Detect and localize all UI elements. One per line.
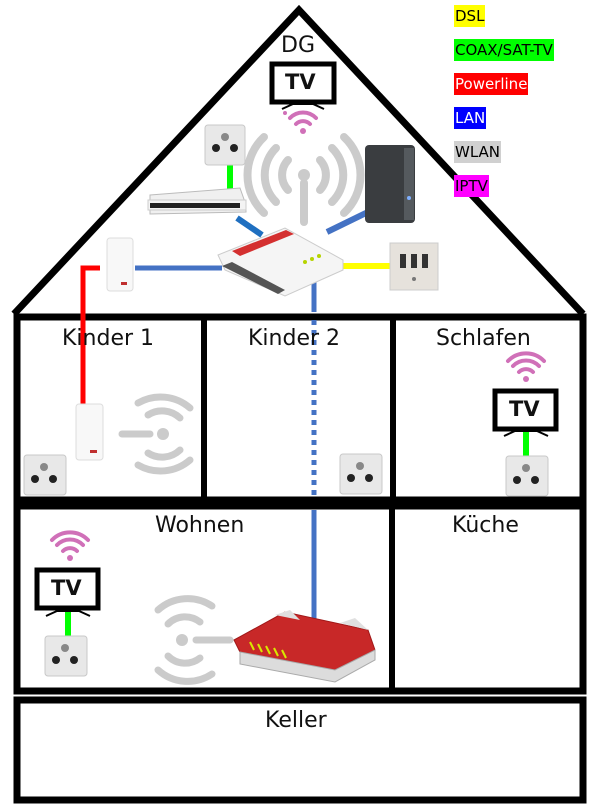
legend-item-wlan: WLAN <box>454 141 502 163</box>
legend-item-coax: COAX/SAT-TV <box>454 39 554 61</box>
roof <box>11 4 586 317</box>
coax-socket-schlafen <box>505 455 549 497</box>
tv-icon-dg <box>269 61 337 110</box>
nas-device <box>365 145 415 223</box>
iptv-wifi-icon-dg <box>283 110 318 134</box>
fritzbox-router-wohnen <box>233 610 376 683</box>
room-label-kinder2: Kinder 2 <box>248 326 341 351</box>
coax-socket-dg <box>204 124 246 166</box>
tv-label-wohnen: TV <box>51 576 82 600</box>
basement-outline <box>13 696 587 804</box>
powerline-cable <box>80 265 100 405</box>
coax-socket-kinder2 <box>339 453 383 495</box>
room-label-kinder1: Kinder 1 <box>62 326 155 351</box>
iptv-wifi-icon-wohnen <box>50 530 90 561</box>
iptv-wifi-icon-schlafen <box>506 351 546 382</box>
coax-socket-kinder1 <box>23 454 67 496</box>
legend-item-lan: LAN <box>454 107 487 129</box>
coax-socket-wohnen <box>44 635 88 677</box>
tv-label-dg: TV <box>285 70 316 94</box>
tv-icon-wohnen <box>34 567 101 617</box>
powerline-adapter-kinder1 <box>75 403 104 461</box>
legend-item-dsl: DSL <box>454 5 486 27</box>
dsl-phone-socket <box>389 242 439 291</box>
legend: DSL COAX/SAT-TV Powerline LAN WLAN IPTV <box>453 5 555 209</box>
room-label-wohnen: Wohnen <box>155 513 245 538</box>
powerline-adapter-dg <box>106 237 134 292</box>
room-label-schlafen: Schlafen <box>436 326 531 351</box>
tv-icon-schlafen <box>492 388 559 437</box>
wlan-icon-wohnen <box>154 595 234 685</box>
upper-floor-outline <box>13 313 587 504</box>
ground-floor-outline <box>13 502 587 695</box>
room-label-dg: DG <box>281 33 315 58</box>
legend-item-iptv: IPTV <box>454 175 489 197</box>
legend-item-powerline: Powerline <box>454 73 529 95</box>
lan-cable-nas <box>325 209 370 235</box>
room-label-keller: Keller <box>265 708 327 733</box>
wlan-antenna-icon <box>243 133 365 226</box>
wlan-repeater-icon-kinder1 <box>118 393 194 475</box>
sat-receiver-device <box>147 187 247 215</box>
tv-label-schlafen: TV <box>509 397 540 421</box>
lan-cable-receiver <box>235 215 264 238</box>
fritzbox-router-dg <box>217 227 344 297</box>
room-label-kueche: Küche <box>452 513 519 538</box>
